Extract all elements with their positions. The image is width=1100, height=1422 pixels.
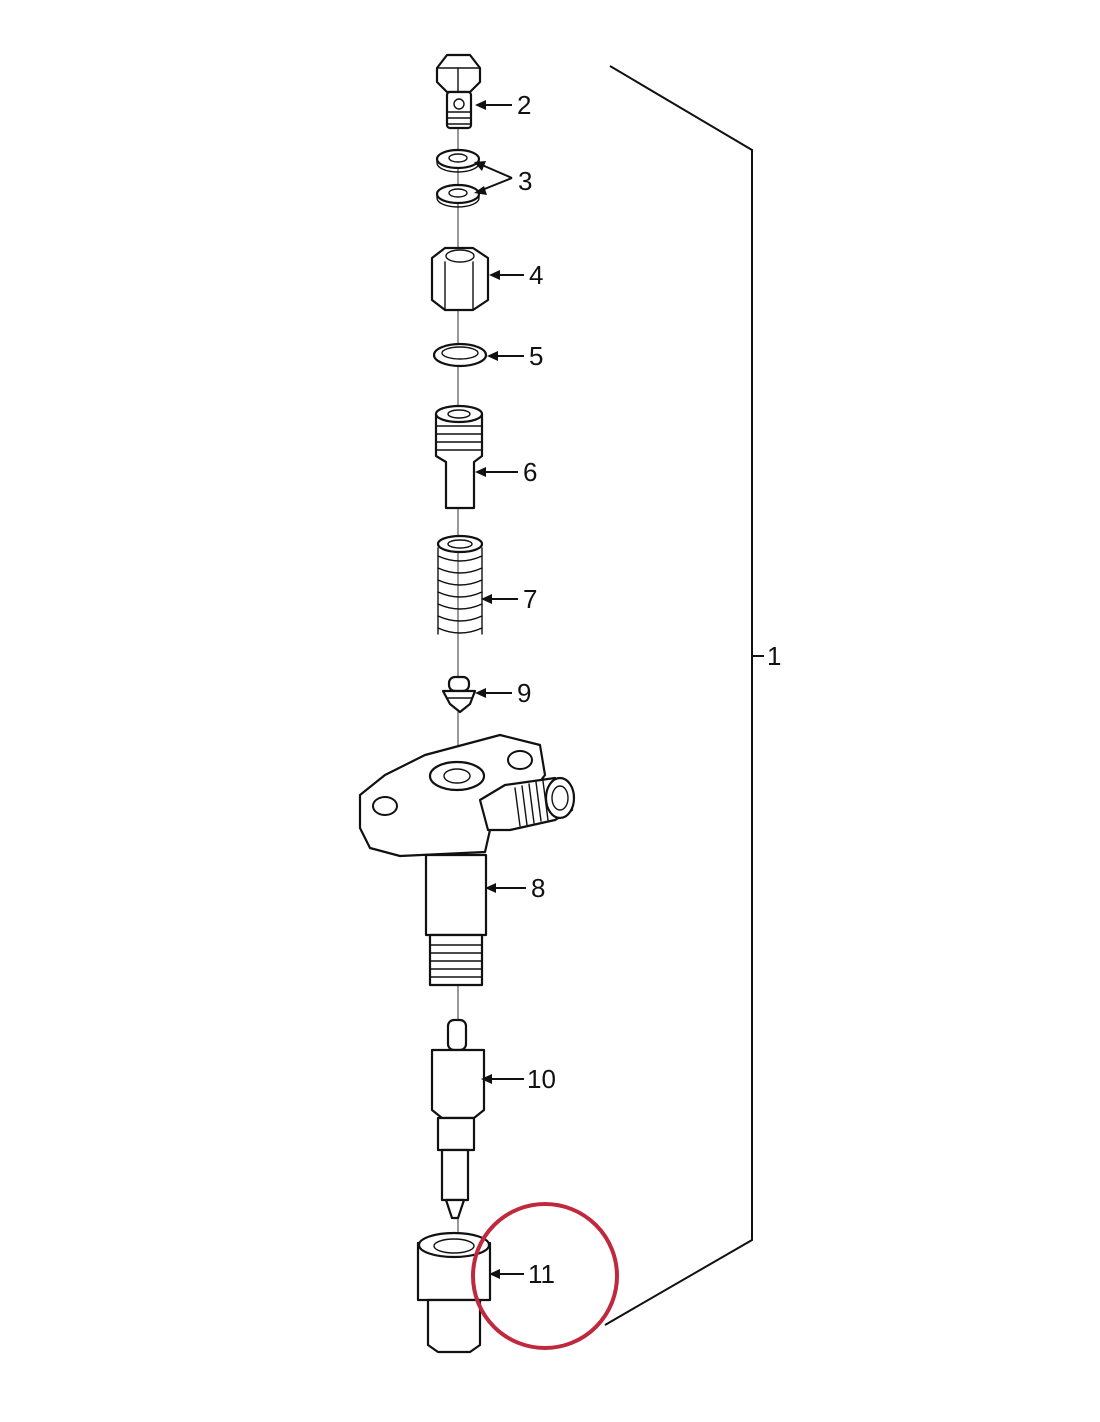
- callout-7: 7: [523, 584, 537, 614]
- part-4-nut: [430, 246, 490, 312]
- callout-9: 9: [517, 678, 531, 708]
- part-5-ring: [432, 342, 488, 368]
- part-7-spring: [436, 534, 484, 635]
- part-8-holder: [358, 733, 576, 987]
- callout-1: 1: [767, 641, 781, 671]
- callout-2: 2: [517, 90, 531, 120]
- callout-3: 3: [518, 166, 532, 196]
- callout-8: 8: [531, 873, 545, 903]
- assembly-bracket: [604, 65, 764, 1326]
- part-2-bolt: [435, 53, 482, 130]
- callout-leaders: [474, 100, 526, 1279]
- callout-4: 4: [529, 260, 543, 290]
- part-9-tip: [441, 675, 477, 714]
- part-10-nozzle: [430, 1018, 486, 1220]
- part-3-washers: [435, 148, 481, 208]
- part-11-nozzle-nut: [416, 1231, 492, 1354]
- callout-11: 11: [528, 1259, 555, 1289]
- callout-6: 6: [523, 457, 537, 487]
- part-6-sleeve: [434, 404, 484, 510]
- callout-5: 5: [529, 341, 543, 371]
- callout-10: 10: [527, 1064, 556, 1094]
- highlight-circle: [471, 1202, 619, 1350]
